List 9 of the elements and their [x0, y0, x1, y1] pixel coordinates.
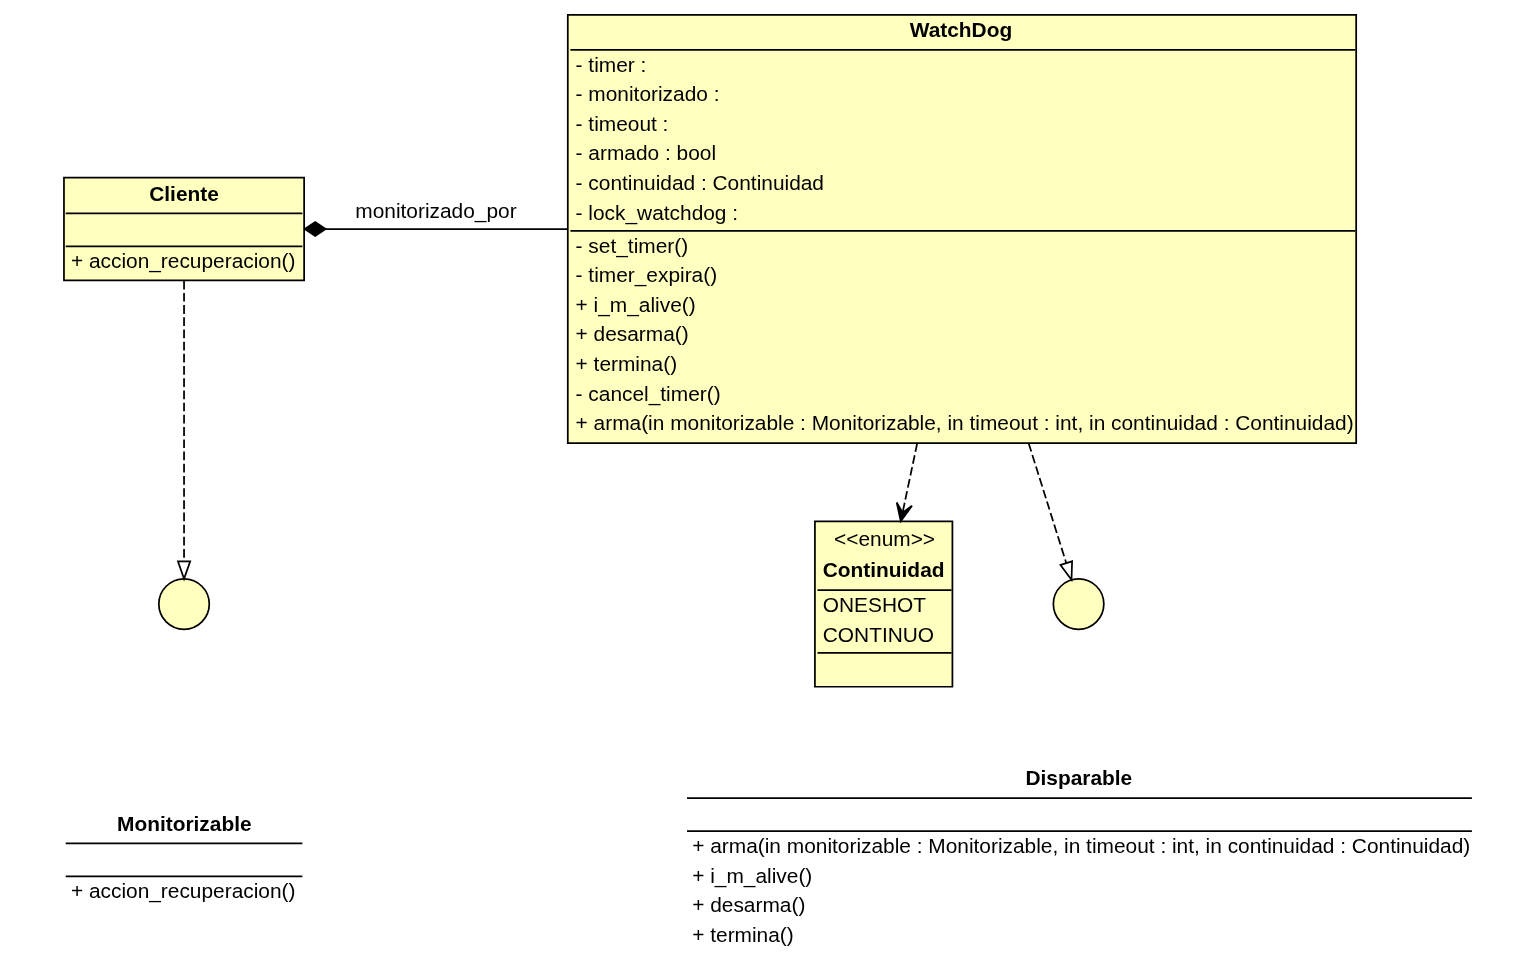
node-circle — [157, 578, 210, 631]
arrow — [1027, 442, 1073, 583]
arrow — [176, 280, 191, 582]
connector — [302, 221, 569, 238]
node-text: Monitorizable + accion_recuperacion() — [70, 811, 295, 903]
arrow — [895, 442, 918, 522]
node-text: Disparable + arma(in monitorizable : Monitorizable, in timeout : int, in continuidad : Continuidad) + i_m_alive() + desarma() + termina() — [691, 766, 1470, 946]
edge-label: monitorizado_por — [354, 198, 517, 222]
node-circle — [1052, 578, 1105, 631]
